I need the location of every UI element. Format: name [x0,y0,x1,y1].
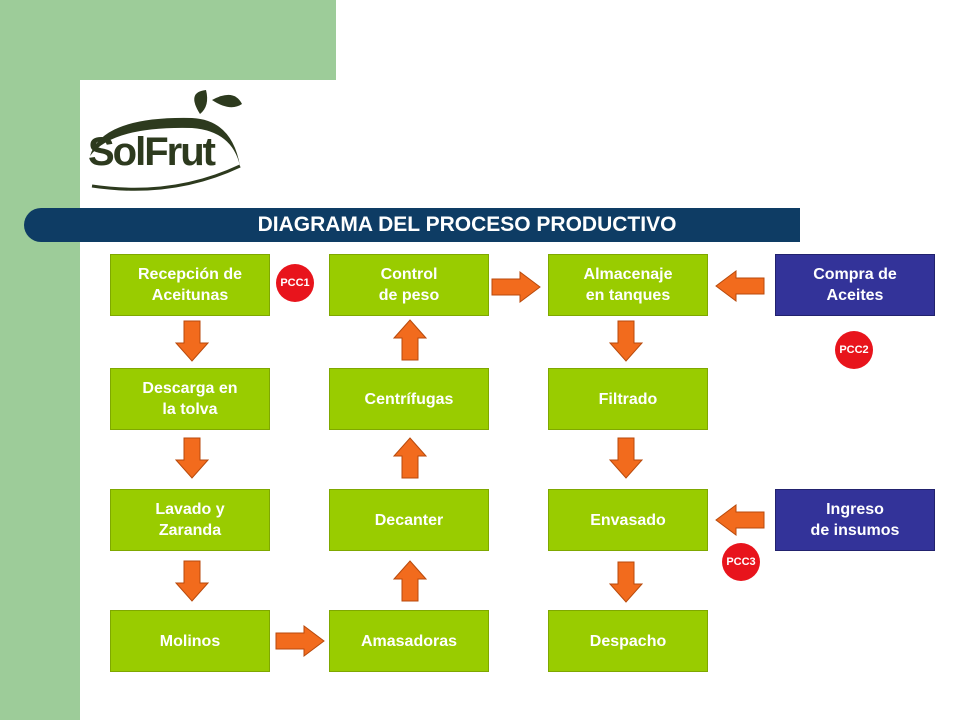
arrow-down-almacenaje-filtrado [608,320,644,362]
node-ingreso-insumos: Ingreso de insumos [775,489,935,551]
arrow-left-ingreso-envasado [715,504,765,536]
leaf-icon [90,90,242,191]
node-amasadoras: Amasadoras [329,610,489,672]
side-band [0,0,80,720]
pcc2-badge: PCC2 [835,331,873,369]
pcc3-badge: PCC3 [722,543,760,581]
node-label: Lavado y Zaranda [155,501,225,539]
arrow-down-filtrado-envasado [608,437,644,479]
arrow-down-envasado-despacho [608,561,644,603]
page-title: DIAGRAMA DEL PROCESO PRODUCTIVO [257,213,677,236]
node-almacenaje: Almacenaje en tanques [548,254,708,316]
node-despacho: Despacho [548,610,708,672]
arrow-right-molinos-amasadoras [275,625,325,657]
node-recepcion: Recepción de Aceitunas [110,254,270,316]
arrow-up-amasadoras-decanter [392,560,428,602]
node-compra-aceites: Compra de Aceites [775,254,935,316]
node-molinos: Molinos [110,610,270,672]
node-label: Recepción de Aceitunas [137,266,243,304]
node-centrifugas: Centrífugas [329,368,489,430]
node-label: Centrífugas [364,390,454,408]
node-label: Almacenaje en tanques [583,266,673,304]
arrow-down-recepcion-descarga [174,320,210,362]
arrow-down-descarga-lavado [174,437,210,479]
arrow-up-centrifugas-control [392,319,428,361]
pcc1-badge: PCC1 [276,264,314,302]
title-bar: DIAGRAMA DEL PROCESO PRODUCTIVO [24,208,800,242]
node-filtrado: Filtrado [548,368,708,430]
node-label: Decanter [374,511,444,529]
arrow-down-lavado-molinos [174,560,210,602]
arrow-left-compra-almacenaje [715,270,765,302]
logo-text: SolFrut [88,130,216,174]
node-label: Molinos [159,632,221,650]
arrow-up-decanter-centrifugas [392,437,428,479]
node-label: Envasado [590,511,666,529]
arrow-right-control-almacenaje [491,271,541,303]
node-label: Descarga en la tolva [142,380,238,418]
node-envasado: Envasado [548,489,708,551]
node-label: Amasadoras [360,632,458,650]
node-control-peso: Control de peso [329,254,489,316]
node-label: Control de peso [378,266,440,304]
node-decanter: Decanter [329,489,489,551]
node-descarga: Descarga en la tolva [110,368,270,430]
node-label: Despacho [589,632,667,650]
solfrut-logo: SolFrut [82,86,252,196]
top-band [0,0,336,80]
node-label: Filtrado [598,390,658,408]
node-label: Compra de Aceites [813,266,897,304]
node-label: Ingreso de insumos [810,501,900,539]
node-lavado: Lavado y Zaranda [110,489,270,551]
